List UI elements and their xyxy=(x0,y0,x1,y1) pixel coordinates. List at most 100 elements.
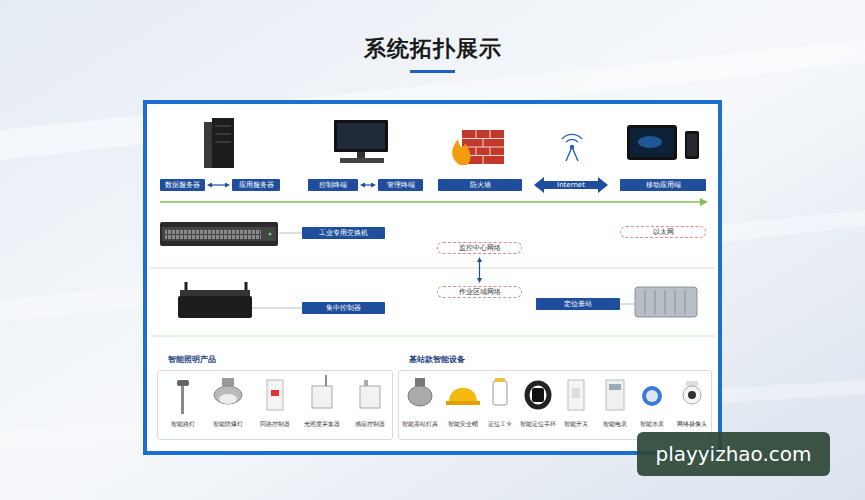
box-label: 管理终端 xyxy=(387,180,415,190)
device-caption: 智能防爆灯 xyxy=(202,420,254,429)
camera-lens xyxy=(688,391,696,399)
diagram-title: 系统拓扑展示 xyxy=(0,34,865,64)
watermark-background xyxy=(637,432,830,476)
leader-line xyxy=(252,308,302,309)
device-caption: 感应控制器 xyxy=(344,420,396,429)
switch-icon xyxy=(160,222,278,246)
brick-line xyxy=(483,139,484,148)
controller-icon xyxy=(180,290,250,297)
lamp-lens xyxy=(219,394,237,404)
monitor-screen xyxy=(337,123,385,149)
camera-icon xyxy=(683,386,701,404)
network-bubble: 作业区域网络 xyxy=(437,286,522,298)
divider-line xyxy=(150,336,715,337)
watermark: playyizhao.com xyxy=(637,432,830,476)
phone-screen xyxy=(687,134,697,156)
switch-front xyxy=(162,227,276,241)
flame-icon xyxy=(452,139,470,165)
sensor-icon xyxy=(312,386,332,408)
explosion-lamp-icon xyxy=(214,386,242,404)
water-meter-dial xyxy=(646,390,658,402)
connector-arrow xyxy=(544,181,598,189)
device-caption: 智能安全帽 xyxy=(437,420,489,429)
label-box: 数据服务器 xyxy=(160,179,205,191)
tablet-icon xyxy=(627,125,677,160)
network-bubble: 监控中心网络 xyxy=(437,242,522,254)
box-label: 以太网 xyxy=(653,227,674,237)
device-caption: 光照度采集器 xyxy=(296,420,348,429)
wristband-face xyxy=(532,388,544,402)
box-label: 工业专用交换机 xyxy=(319,228,368,238)
base-station-fin xyxy=(645,290,646,314)
device-caption: 智能定位手环 xyxy=(512,420,564,429)
switch-device-icon xyxy=(568,380,584,410)
meter-display xyxy=(609,384,621,390)
base-station-fin xyxy=(675,290,676,314)
base-lamp-icon xyxy=(415,378,425,386)
network-arrowhead xyxy=(700,198,708,206)
monitor-icon xyxy=(334,120,388,152)
tablet-screen xyxy=(630,128,674,157)
label-box: 集中控制器 xyxy=(302,302,385,314)
device-caption: 智能路灯 xyxy=(157,420,209,429)
network-line xyxy=(160,201,701,203)
network-bubble: 以太网 xyxy=(620,226,706,238)
wristband-icon xyxy=(527,383,549,407)
antenna-icon xyxy=(566,147,578,161)
switch-ports xyxy=(165,229,261,239)
leader-line xyxy=(279,233,302,234)
box-label: 监控中心网络 xyxy=(459,243,501,253)
connector-arrow xyxy=(212,184,225,185)
brick-line xyxy=(490,147,491,156)
controller-device-icon xyxy=(360,386,380,408)
label-box: 应用服务器 xyxy=(232,179,280,191)
tag-card-icon xyxy=(493,381,507,405)
sensor-antenna xyxy=(325,375,327,386)
server-stripe xyxy=(215,134,231,135)
box-label: 作业区域网络 xyxy=(459,287,501,297)
brick-line xyxy=(483,156,484,165)
base-station-fin xyxy=(665,290,666,314)
streetlight-pole xyxy=(181,386,184,414)
breaker-icon xyxy=(267,380,283,410)
breaker-lever xyxy=(271,390,279,396)
panel-heading: 基站款智能设备 xyxy=(409,354,465,365)
box-label: 集中控制器 xyxy=(326,303,361,313)
brick-line xyxy=(490,130,491,139)
monitor-stand xyxy=(357,152,365,158)
device-caption: 智能基站灯具 xyxy=(394,420,446,429)
connector-label: Internet xyxy=(557,181,585,189)
keyboard-icon xyxy=(340,158,384,163)
device-caption: 智能开关 xyxy=(550,420,602,429)
brick-line xyxy=(476,130,477,139)
label-box: 管理终端 xyxy=(378,179,423,191)
switch-led xyxy=(269,233,272,236)
leader-line xyxy=(620,304,634,305)
server-icon xyxy=(212,118,234,168)
streetlight-icon xyxy=(177,380,189,386)
device-caption: 网络摄像头 xyxy=(666,420,718,429)
explosion-lamp-icon xyxy=(222,378,234,386)
box-label: 控制终端 xyxy=(319,180,347,190)
box-label: 防火墙 xyxy=(470,180,491,190)
device-caption: 智能水表 xyxy=(626,420,678,429)
signal-arc xyxy=(562,134,582,142)
connector-arrow xyxy=(365,184,371,185)
base-lamp-icon xyxy=(408,386,432,406)
device-caption: 回路控制器 xyxy=(249,420,301,429)
helmet-icon xyxy=(449,388,477,402)
brick-line xyxy=(476,147,477,156)
device-caption: 智能电表 xyxy=(589,420,641,429)
tag-card-clip xyxy=(495,378,505,382)
base-station-fin xyxy=(685,290,686,314)
box-label: 定位基站 xyxy=(564,299,592,309)
phone-icon xyxy=(685,131,699,159)
water-meter-icon xyxy=(642,386,662,406)
box-label: 应用服务器 xyxy=(239,180,274,190)
title-underline xyxy=(410,70,455,73)
meter-icon xyxy=(606,380,624,410)
label-box: 移动应用端 xyxy=(620,179,706,191)
box-label: 移动应用端 xyxy=(646,180,681,190)
label-box: 工业专用交换机 xyxy=(302,227,385,239)
